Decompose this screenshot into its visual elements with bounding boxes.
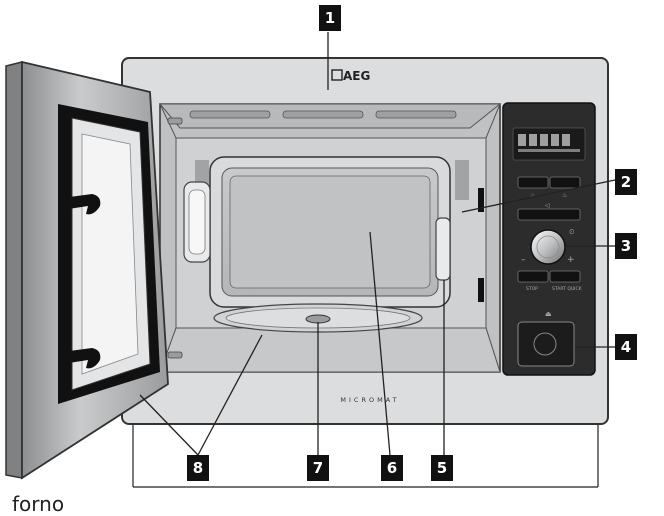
- callout-7: 7: [307, 455, 329, 481]
- control-knob[interactable]: [530, 229, 566, 265]
- door-latch-receiver: [435, 217, 451, 281]
- start-quick-button[interactable]: [549, 270, 581, 283]
- oven-window: [209, 156, 451, 308]
- svg-text:⏲: ⏲: [569, 228, 575, 236]
- svg-text:AEG: AEG: [343, 69, 370, 83]
- hinge-top: [167, 117, 183, 125]
- callout-2: 2: [615, 169, 637, 195]
- callout-6: 6: [381, 455, 403, 481]
- side-slot-top: [478, 188, 484, 212]
- knob-minus-label: –: [521, 255, 526, 265]
- open-door: [5, 60, 169, 480]
- callout-2-label: 2: [621, 173, 631, 191]
- power-button-right[interactable]: [549, 176, 581, 189]
- callout-6-label: 6: [387, 459, 397, 477]
- left-side-lens: [183, 181, 211, 263]
- callout-3-label: 3: [621, 237, 631, 255]
- callout-8: 8: [187, 455, 209, 481]
- svg-text:♨: ♨: [530, 192, 535, 199]
- power-button-left[interactable]: [517, 176, 549, 189]
- callout-7-label: 7: [313, 459, 323, 477]
- callout-1: 1: [319, 5, 341, 31]
- brand-logo: AEG: [331, 69, 370, 83]
- caption-text: forno: [12, 492, 65, 516]
- function-button[interactable]: [517, 208, 581, 221]
- stop-button[interactable]: [517, 270, 549, 283]
- callout-3: 3: [615, 233, 637, 259]
- svg-text:⏏: ⏏: [545, 310, 552, 318]
- callout-8-label: 8: [193, 459, 203, 477]
- model-lettering: MICROMAT: [340, 396, 399, 404]
- turntable: [213, 303, 423, 333]
- control-panel: ♨ ♨ ◁ – + ⏲ STOP START QUICK ⏏: [502, 102, 596, 376]
- svg-text:♨: ♨: [562, 192, 567, 199]
- svg-text:◁: ◁: [545, 202, 550, 209]
- knob-plus-label: +: [567, 255, 575, 265]
- callout-5-label: 5: [437, 459, 447, 477]
- callout-1-label: 1: [325, 9, 335, 27]
- callout-4-label: 4: [621, 338, 631, 356]
- side-slot-bottom: [478, 278, 484, 302]
- stop-label: STOP: [526, 286, 538, 292]
- start-quick-label: START QUICK: [552, 286, 583, 292]
- callout-4: 4: [615, 334, 637, 360]
- callout-5: 5: [431, 455, 453, 481]
- bottom-bracket: [132, 425, 599, 488]
- leader-lines: [139, 32, 616, 456]
- hinge-bottom: [167, 351, 183, 359]
